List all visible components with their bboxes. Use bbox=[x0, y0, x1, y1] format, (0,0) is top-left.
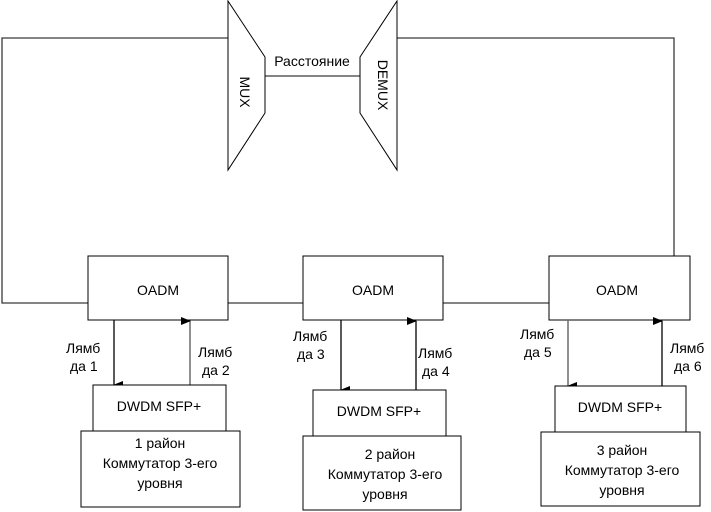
sfp-label-2: DWDM SFP+ bbox=[337, 403, 421, 419]
distance-label: Расстояние bbox=[274, 53, 350, 69]
oadm-box-2 bbox=[302, 255, 444, 321]
switch-label-3b: Коммутатор 3-его bbox=[565, 462, 680, 478]
sfp-box-3 bbox=[554, 385, 687, 433]
down-label-2b: да 3 bbox=[297, 346, 325, 362]
down-label-3a: Лямб bbox=[520, 326, 554, 342]
oadm-box-3 bbox=[548, 255, 691, 321]
down-label-2a: Лямб bbox=[293, 328, 327, 344]
up-label-2b: да 4 bbox=[422, 363, 450, 379]
sfp-box-2 bbox=[312, 389, 447, 437]
down-label-1a: Лямб bbox=[66, 340, 100, 356]
switch-box-3 bbox=[540, 431, 701, 507]
switch-label-2b: Коммутатор 3-его bbox=[328, 466, 443, 482]
oadm-box-1 bbox=[87, 255, 229, 321]
oadm-label-2: OADM bbox=[352, 282, 394, 298]
switch-label-1a: 1 район bbox=[135, 435, 186, 451]
demux-block bbox=[359, 0, 398, 172]
down-label-3b: да 5 bbox=[524, 344, 552, 360]
switch-label-3a: 3 район bbox=[597, 442, 648, 458]
ring-line-right bbox=[397, 37, 675, 256]
oadm-label-3: OADM bbox=[596, 282, 638, 298]
sfp-label-3: DWDM SFP+ bbox=[578, 399, 662, 415]
switch-box-2 bbox=[302, 435, 462, 511]
up-label-1a: Лямб bbox=[198, 344, 232, 360]
sfp-box-1 bbox=[92, 384, 227, 432]
sfp-label-1: DWDM SFP+ bbox=[117, 398, 201, 414]
switch-label-1b: Коммутатор 3-его bbox=[103, 455, 218, 471]
up-label-3b: да 6 bbox=[674, 358, 702, 374]
switch-box-1 bbox=[80, 430, 241, 508]
ring-line-left bbox=[1, 37, 228, 304]
switch-label-1c: уровня bbox=[137, 475, 182, 491]
mux-block bbox=[227, 0, 266, 172]
switch-label-3c: уровня bbox=[599, 482, 644, 498]
mux-label: MUX bbox=[237, 76, 253, 108]
oadm-label-1: OADM bbox=[137, 282, 179, 298]
down-label-1b: да 1 bbox=[70, 358, 98, 374]
switch-label-2a: 2 район bbox=[365, 446, 416, 462]
up-label-2a: Лямб bbox=[418, 345, 452, 361]
demux-label: DEMUX bbox=[375, 60, 391, 111]
up-label-3a: Лямб bbox=[670, 340, 704, 356]
switch-label-2c: уровня bbox=[362, 486, 407, 502]
up-label-1b: да 2 bbox=[202, 362, 230, 378]
